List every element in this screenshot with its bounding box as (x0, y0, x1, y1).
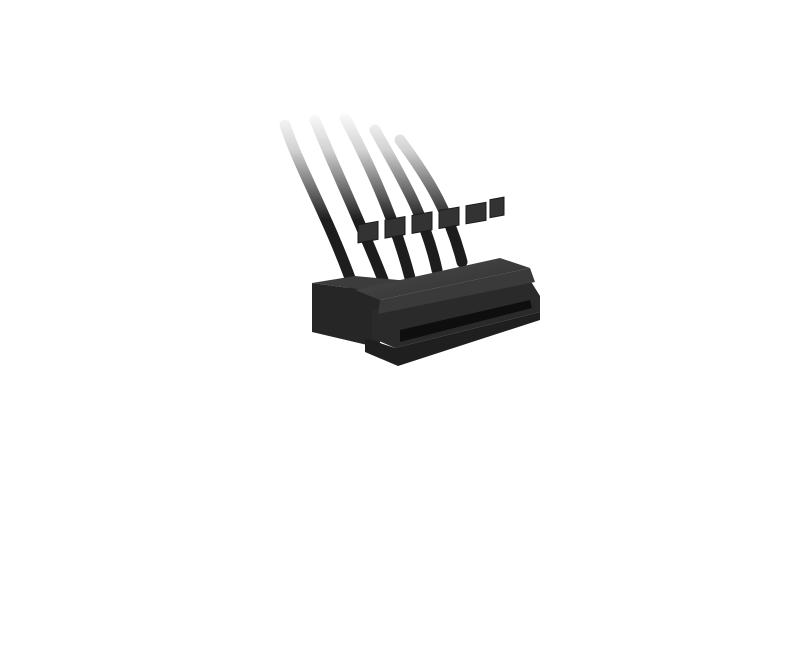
cable-3 (339, 112, 416, 284)
cable-1 (279, 119, 361, 298)
cable-2 (309, 114, 391, 291)
connector-body (312, 196, 540, 366)
cable-4 (369, 124, 443, 276)
cables (279, 112, 468, 298)
cable-5 (394, 134, 468, 268)
tab (357, 220, 379, 244)
